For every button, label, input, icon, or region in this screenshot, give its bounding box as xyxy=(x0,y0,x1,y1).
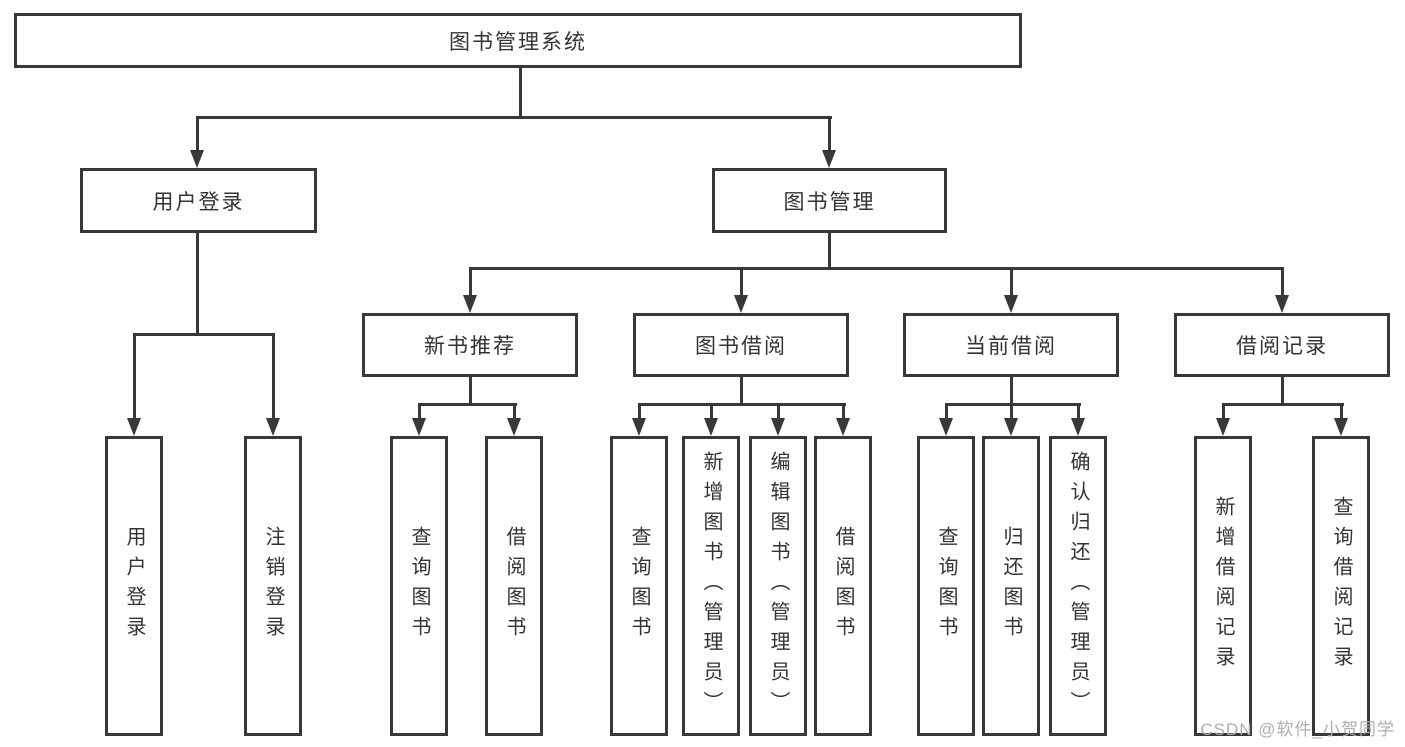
connector-drop-br-add xyxy=(1222,403,1225,419)
node-leaf-add-borrow-record: 新增借阅记录 xyxy=(1194,436,1252,736)
node-user-login-branch: 用户登录 xyxy=(80,168,317,233)
arrowhead-down-icon xyxy=(127,418,141,436)
connector-user-login-crossbar xyxy=(133,333,275,336)
node-leaf-query-books-borrowing: 查询图书 xyxy=(610,436,668,736)
node-borrowing-records: 借阅记录 xyxy=(1174,313,1390,377)
connector-drop-bb-add xyxy=(710,403,713,419)
connector-drop-borrowing xyxy=(740,267,743,295)
node-leaf-user-login: 用户登录 xyxy=(105,436,163,736)
connector-current-trunk xyxy=(1010,377,1013,405)
connector-drop-bb-edit xyxy=(777,403,780,419)
connector-drop-br-query xyxy=(1340,403,1343,419)
connector-new-books-crossbar xyxy=(418,403,517,406)
arrowhead-down-icon xyxy=(1334,418,1348,436)
node-book-management-branch: 图书管理 xyxy=(712,168,947,233)
arrowhead-down-icon xyxy=(1071,418,1085,436)
connector-drop-cb-confirm xyxy=(1077,403,1080,419)
node-leaf-add-books-admin: 新增图书（管理员） xyxy=(682,436,740,736)
connector-drop-logout xyxy=(272,333,275,418)
node-leaf-return-books: 归还图书 xyxy=(982,436,1040,736)
connector-drop-bb-query xyxy=(638,403,641,419)
connector-drop-nb-borrow xyxy=(513,403,516,419)
connector-current-crossbar xyxy=(945,403,1081,406)
arrowhead-down-icon xyxy=(632,418,646,436)
connector-borrowing-crossbar xyxy=(638,403,846,406)
connector-book-mgmt-crossbar xyxy=(469,267,1284,270)
connector-drop-nb-query xyxy=(418,403,421,419)
node-leaf-query-books-newbooks: 查询图书 xyxy=(390,436,448,736)
node-leaf-borrow-books-newbooks: 借阅图书 xyxy=(485,436,543,736)
connector-borrowing-trunk xyxy=(740,377,743,405)
node-leaf-query-borrow-record: 查询借阅记录 xyxy=(1312,436,1370,736)
node-new-book-recommendation: 新书推荐 xyxy=(362,313,578,377)
connector-records-crossbar xyxy=(1222,403,1344,406)
connector-records-trunk xyxy=(1281,377,1284,405)
connector-drop-records xyxy=(1281,267,1284,295)
arrowhead-down-icon xyxy=(822,150,836,168)
node-root-book-management-system: 图书管理系统 xyxy=(14,13,1022,68)
arrowhead-down-icon xyxy=(412,418,426,436)
connector-root-crossbar xyxy=(196,116,832,119)
connector-drop-current xyxy=(1010,267,1013,295)
arrowhead-down-icon xyxy=(1216,418,1230,436)
arrowhead-down-icon xyxy=(704,418,718,436)
node-leaf-edit-books-admin: 编辑图书（管理员） xyxy=(749,436,807,736)
connector-root-trunk xyxy=(519,68,522,118)
connector-drop-login xyxy=(133,333,136,418)
node-leaf-query-books-current: 查询图书 xyxy=(917,436,975,736)
connector-drop-book-mgmt xyxy=(828,116,831,153)
arrowhead-down-icon xyxy=(463,295,477,313)
node-leaf-borrow-books-borrowing: 借阅图书 xyxy=(814,436,872,736)
arrowhead-down-icon xyxy=(190,150,204,168)
csdn-watermark: CSDN @软件_小贺同学 xyxy=(1200,720,1395,739)
connector-user-login-trunk xyxy=(196,233,199,336)
arrowhead-down-icon xyxy=(507,418,521,436)
arrowhead-down-icon xyxy=(771,418,785,436)
arrowhead-down-icon xyxy=(266,418,280,436)
node-current-borrowing: 当前借阅 xyxy=(903,313,1119,377)
node-book-borrowing: 图书借阅 xyxy=(633,313,849,377)
arrowhead-down-icon xyxy=(1275,295,1289,313)
connector-book-mgmt-trunk xyxy=(828,233,831,270)
connector-new-books-trunk xyxy=(469,377,472,405)
arrowhead-down-icon xyxy=(939,418,953,436)
connector-drop-bb-borrow xyxy=(842,403,845,419)
connector-drop-user-login xyxy=(196,116,199,153)
connector-drop-new-books xyxy=(469,267,472,295)
connector-drop-cb-return xyxy=(1010,403,1013,419)
node-leaf-confirm-return-admin: 确认归还（管理员） xyxy=(1049,436,1107,736)
arrowhead-down-icon xyxy=(734,295,748,313)
arrowhead-down-icon xyxy=(836,418,850,436)
node-leaf-logout: 注销登录 xyxy=(244,436,302,736)
arrowhead-down-icon xyxy=(1004,295,1018,313)
connector-drop-cb-query xyxy=(945,403,948,419)
arrowhead-down-icon xyxy=(1004,418,1018,436)
